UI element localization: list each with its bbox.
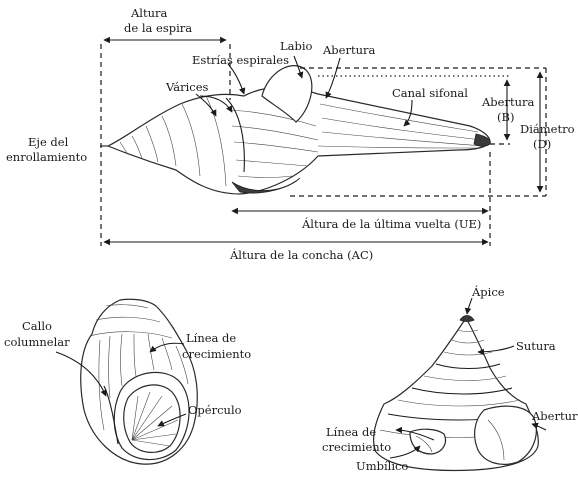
aperture-leader [326, 58, 340, 98]
varices-label: Várices [165, 80, 209, 94]
top-shell-figure: Altura de la espira Estrías espirales La… [6, 6, 578, 262]
spire-height-label: Altura de la espira [124, 6, 192, 35]
siphonal-canal-label: Canal sifonal [392, 86, 468, 100]
bottom-left-shell-figure: Callo columnelar Línea de crecimiento Op… [4, 299, 251, 464]
aperture-label-right: Abertura [531, 409, 578, 423]
bottom-right-shell-figure: Ápice Sutura Abertura Línea de crecimien… [322, 285, 578, 473]
growth-line-label-left: Línea de crecimiento [182, 331, 251, 361]
shell-height-label: Áltura de la concha (AC) [229, 248, 373, 262]
diameter-label: Diámetro (D) [520, 122, 578, 151]
aperture-b-label: Abertura (B) [481, 95, 538, 124]
last-whorl-height-label: Áltura de la última vuelta (UE) [301, 217, 481, 231]
umbilicus-label: Umbílico [356, 459, 408, 473]
trochus-shell-drawing [374, 316, 539, 471]
apex-leader [467, 298, 472, 314]
columellar-callus-label: Callo columnelar [4, 319, 70, 349]
apex-label: Ápice [471, 285, 505, 299]
suture-leader [478, 346, 514, 352]
operculum-label: Opérculo [188, 403, 242, 417]
suture-label: Sutura [516, 339, 556, 353]
coiling-axis-label: Eje del enrollamiento [6, 135, 87, 164]
aperture-label: Abertura [322, 43, 375, 57]
spiral-striae-label: Estrías espirales [192, 53, 289, 67]
lip-label: Labio [280, 39, 313, 53]
